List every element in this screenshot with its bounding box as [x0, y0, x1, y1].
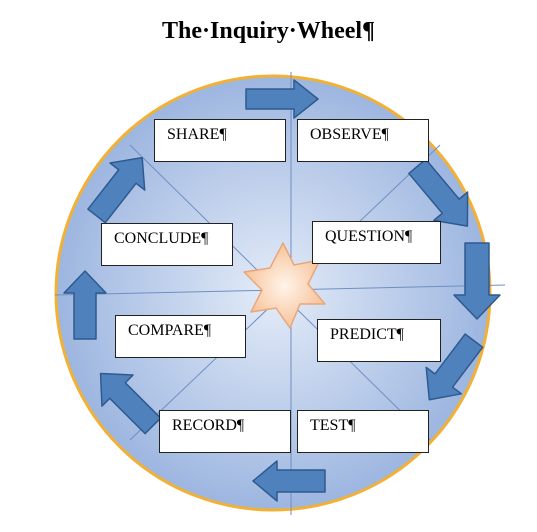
arrow-left-icon [252, 460, 326, 502]
arrow-down-right-icon [408, 158, 469, 227]
step-box-question: QUESTION¶ [312, 221, 441, 264]
arrow-right-icon [245, 79, 319, 119]
step-label: PREDICT¶ [330, 326, 404, 343]
diagram-title: The·Inquiry·Wheel¶ [162, 18, 375, 44]
arrow-up-right-icon [87, 156, 146, 224]
step-label: TEST¶ [310, 417, 356, 434]
step-box-observe: OBSERVE¶ [297, 119, 429, 162]
step-box-record: RECORD¶ [159, 410, 291, 453]
step-label: OBSERVE¶ [310, 126, 389, 143]
step-label: SHARE¶ [167, 126, 227, 143]
arrow-up-icon [63, 270, 107, 340]
step-label: CONCLUDE¶ [114, 230, 209, 247]
step-label: COMPARE¶ [128, 322, 212, 339]
step-label: QUESTION¶ [325, 228, 413, 245]
step-box-compare: COMPARE¶ [115, 315, 246, 358]
arrow-down-icon [453, 242, 501, 320]
step-label: RECORD¶ [172, 417, 245, 434]
arrow-down-left-icon [425, 333, 484, 401]
step-box-share: SHARE¶ [154, 119, 286, 162]
arrow-up-left-icon [99, 372, 162, 435]
step-box-test: TEST¶ [297, 410, 429, 453]
step-box-conclude: CONCLUDE¶ [101, 223, 233, 266]
step-box-predict: PREDICT¶ [317, 319, 441, 362]
